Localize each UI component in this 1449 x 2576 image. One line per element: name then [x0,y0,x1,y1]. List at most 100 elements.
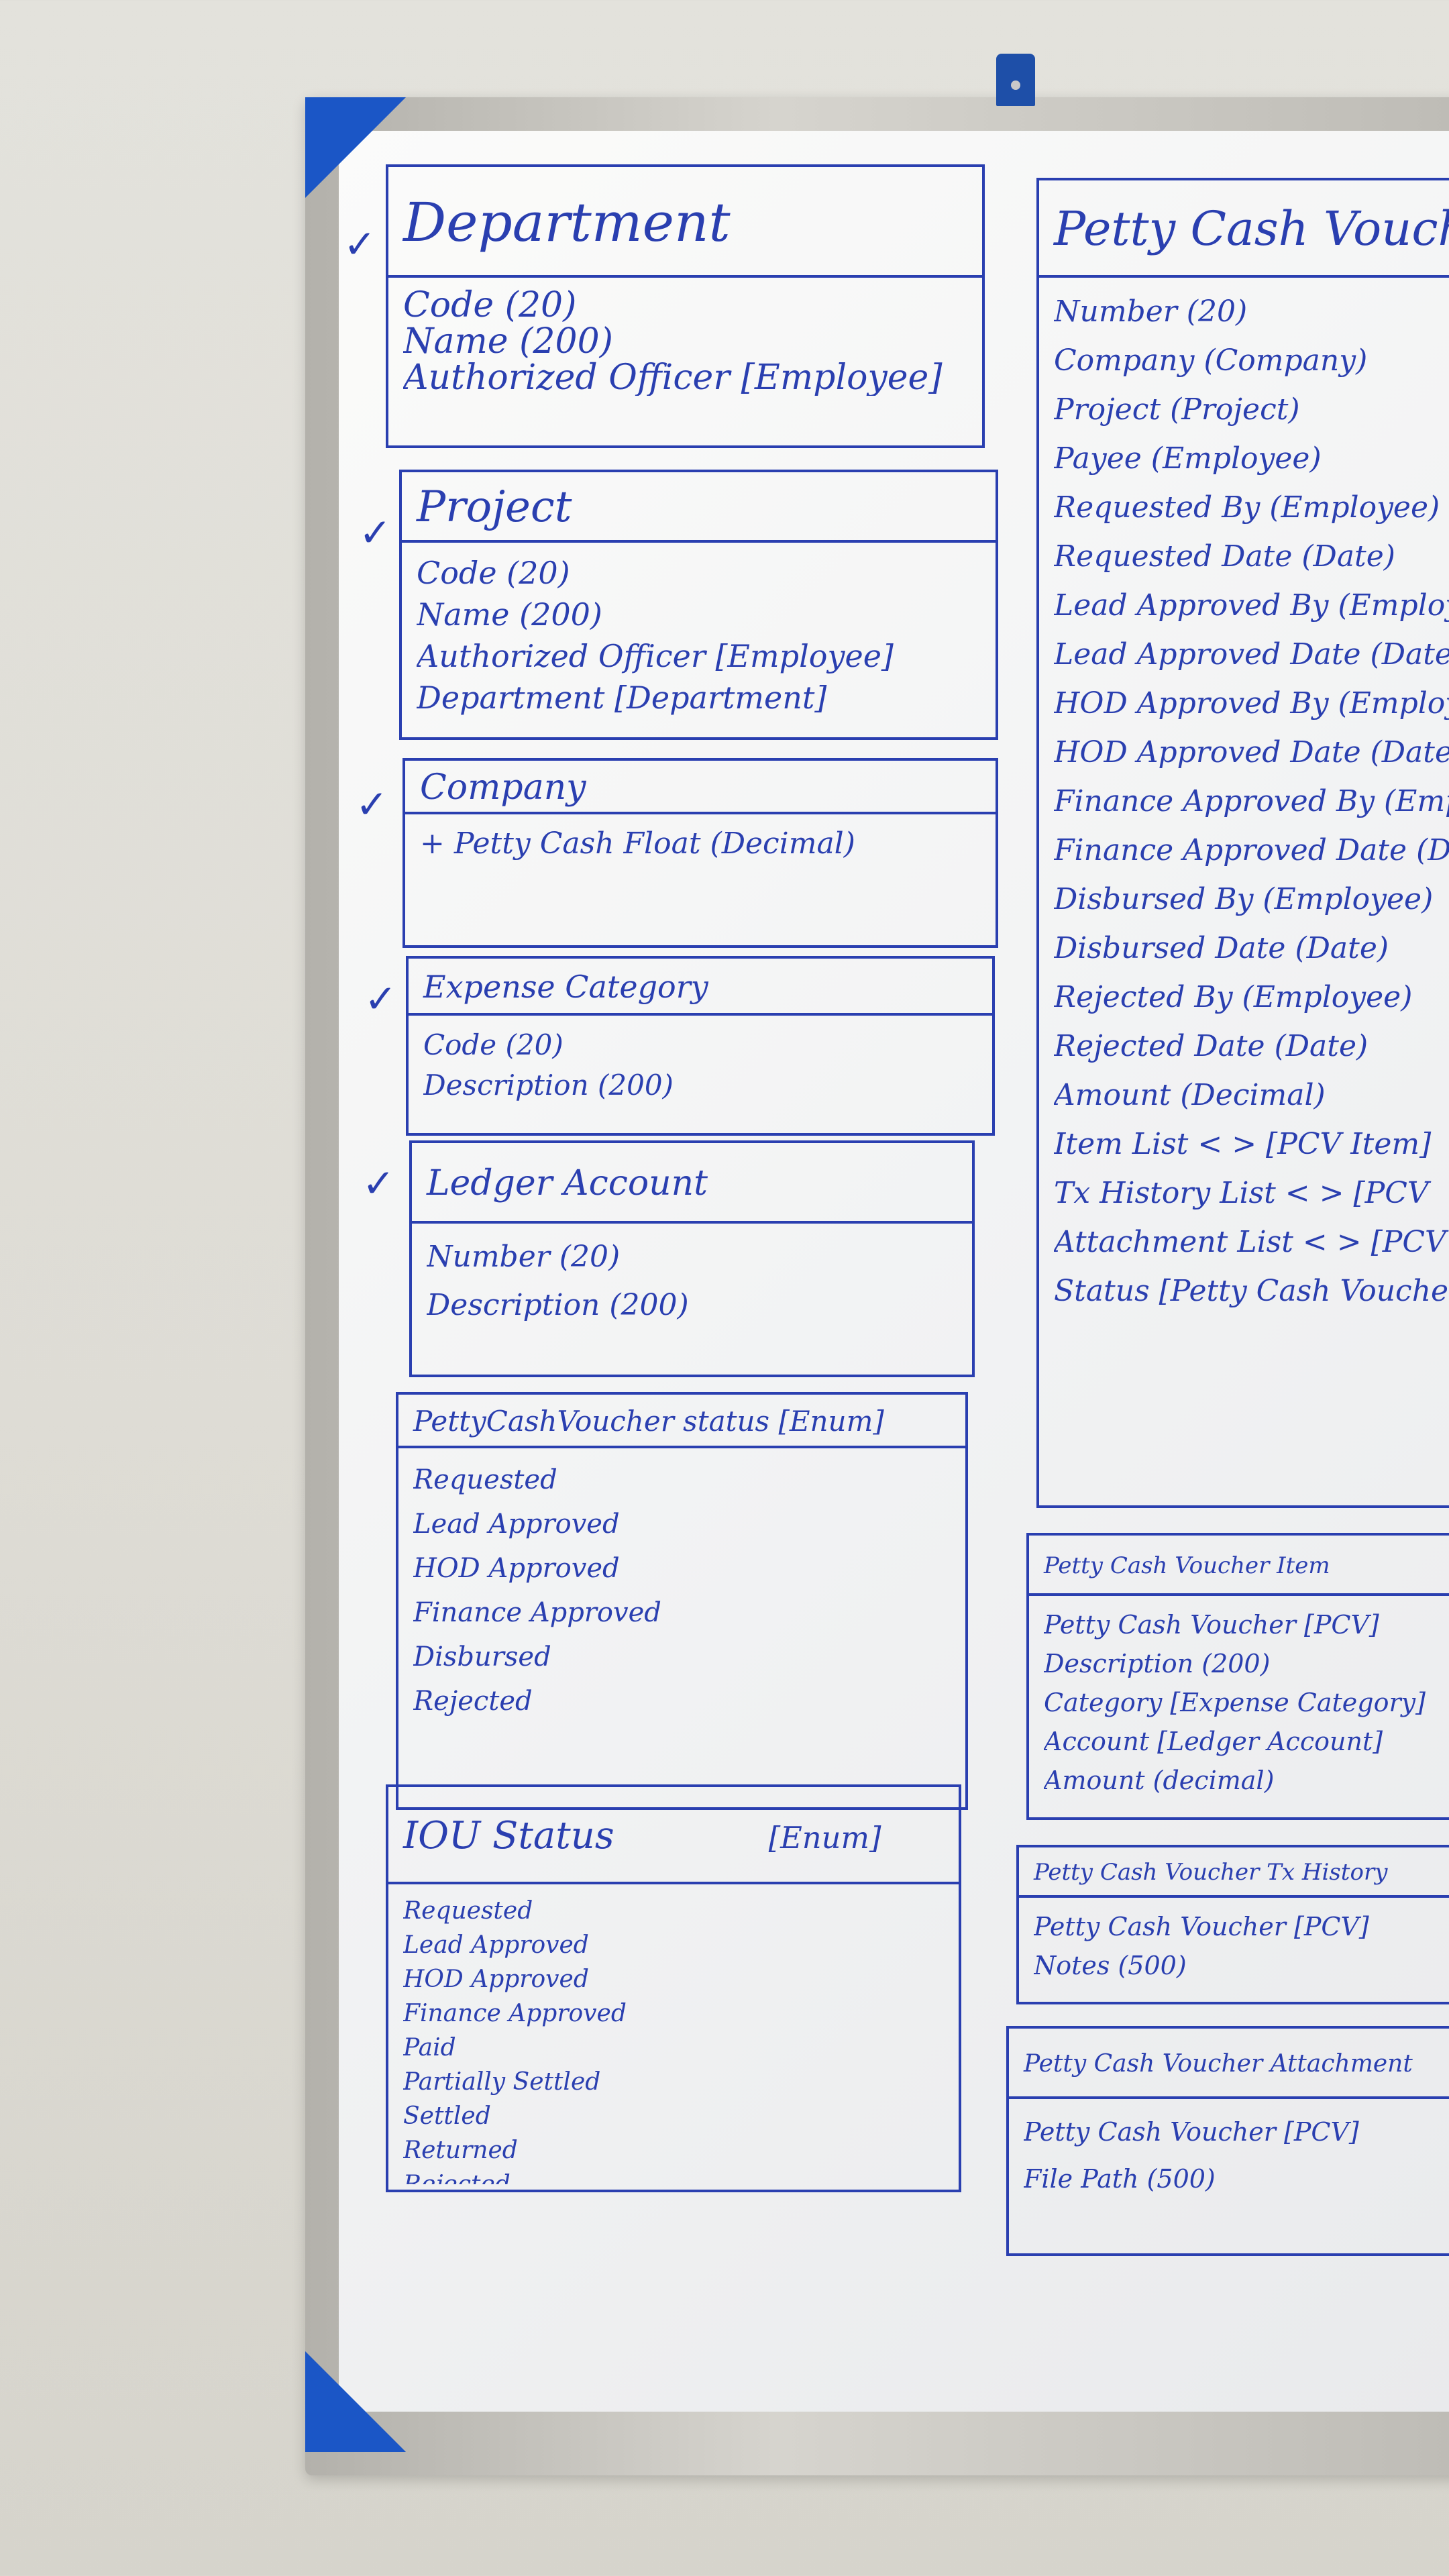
entity-field: Petty Cash Voucher [PCV] [1044,1610,1379,1640]
entity-fields: Code (20) Description (200) [423,1025,987,1128]
entity-title: IOU Status [Enum] [388,1787,959,1884]
entity-field: HOD Approved [403,1966,589,1993]
entity-field: Rejected [413,1686,533,1717]
entity-field: HOD Approved By (Employee) [1054,686,1449,720]
entity-field: Finance Approved Date (Date) [1054,833,1449,867]
entity-title: Petty Cash Voucher Attachment [1009,2029,1449,2099]
entity-title: Petty Cash Voucher [1039,180,1449,278]
entity-title: Company [405,761,996,814]
check-mark-icon: ✓ [356,782,388,827]
entity-field: Returned [403,2137,518,2164]
entity-field: Lead Approved By (Employee) [1054,588,1449,623]
entity-title-text: Petty Cash Voucher Item [1044,1552,1330,1579]
entity-title-text: Project [417,482,572,532]
check-mark-icon: ✓ [364,976,397,1022]
entity-box-petty-cash-voucher: Petty Cash VoucherNumber (20) Company (Co… [1036,178,1449,1508]
entity-title-text: Petty Cash Voucher Attachment [1024,2050,1413,2078]
entity-title: Ledger Account [412,1143,972,1224]
entity-title: Petty Cash Voucher Tx History [1019,1847,1449,1898]
entity-field: Description (200) [427,1288,689,1322]
entity-field: Number (20) [1054,294,1248,329]
entity-title-text: Petty Cash Voucher [1054,201,1449,256]
entity-field: Disbursed [413,1642,551,1672]
entity-field: Partially Settled [403,2068,601,2096]
entity-title: Department [388,167,982,278]
entity-field: Project (Project) [1054,392,1300,427]
entity-fields: Petty Cash Voucher [PCV] File Path (500) [1024,2108,1449,2248]
entity-fields: Number (20) Company (Company) Project (Pro… [1054,287,1449,1500]
entity-field: Rejected Date (Date) [1054,1029,1368,1063]
entity-field: Requested [403,1897,533,1925]
entity-field: + Petty Cash Float (Decimal) [420,826,855,861]
entity-fields: Code (20)Name (200)Authorized Officer [E… [417,552,990,732]
entity-field: Finance Approved [403,2000,627,2027]
entity-field: Requested [413,1464,557,1495]
entity-title: Petty Cash Voucher Item [1029,1536,1449,1596]
entity-field: Tx History List < > [PCV [1054,1176,1429,1210]
entity-field: Code (20) [417,555,570,591]
entity-field: Amount (Decimal) [1054,1078,1326,1112]
entity-field: Description (200) [1044,1649,1271,1678]
entity-field: Settled [403,2102,491,2130]
whiteboard-surface [339,131,1449,2412]
entity-field: Petty Cash Voucher [PCV] [1024,2117,1359,2147]
entity-title: Expense Category [409,959,992,1016]
entity-title-tag: [Enum] [768,1820,881,1856]
entity-field: HOD Approved [413,1553,620,1584]
entity-field: Company (Company) [1054,343,1368,378]
entity-field: Petty Cash Voucher [PCV] [1034,1912,1369,1941]
entity-field: Rejected By (Employee) [1054,980,1413,1014]
entity-title-text: Petty Cash Voucher Tx History [1034,1859,1388,1886]
entity-field: Item List < > [PCV Item] [1054,1127,1432,1161]
entity-title-text: PettyCashVoucher status [Enum] [413,1405,884,1438]
entity-field: File Path (500) [1024,2164,1216,2194]
check-mark-icon: ✓ [343,221,376,267]
entity-field: Disbursed By (Employee) [1054,882,1434,916]
entity-field: Payee (Employee) [1054,441,1322,476]
entity-fields: Petty Cash Voucher [PCV] Description (200… [1044,1605,1449,1812]
entity-field: Requested Date (Date) [1054,539,1395,574]
entity-field: HOD Approved Date (Date) [1054,735,1449,769]
entity-title-text: IOU Status [403,1814,614,1858]
entity-field: Paid [403,2034,456,2061]
entity-field: Description (200) [423,1069,674,1102]
entity-field: Number (20) [427,1240,621,1274]
entity-field: Status [Petty Cash Voucher S [1054,1274,1449,1308]
wall-mount-pin [996,54,1035,106]
entity-title-text: Department [403,191,731,254]
entity-field: Code (20) [423,1028,564,1061]
entity-title-text: Expense Category [423,969,708,1005]
entity-fields: Petty Cash Voucher [PCV] Notes (500) [1034,1907,1449,1996]
entity-field: Attachment List < > [PCV Att [1054,1225,1449,1259]
entity-field: Code (20) [403,287,577,323]
entity-field: Account [Ledger Account] [1044,1727,1383,1756]
entity-field: Authorized Officer [Employee] [417,638,894,674]
entity-field: Notes (500) [1034,1951,1187,1980]
entity-field: Amount (decimal) [1044,1766,1275,1795]
entity-field: Finance Approved [413,1597,661,1628]
entity-title: PettyCashVoucher status [Enum] [398,1395,965,1448]
entity-field: Category [Expense Category] [1044,1688,1426,1717]
entity-field: Department [Department] [417,680,827,716]
entity-field: Finance Approved By (Employee) [1054,784,1449,818]
entity-title: Project [402,472,996,543]
entity-fields: Number (20) Description (200) [427,1233,967,1369]
entity-fields: + Petty Cash Float (Decimal) [420,824,990,940]
entity-field: Name (200) [403,323,613,360]
entity-field: Lead Approved [403,1931,589,1959]
entity-field: Requested By (Employee) [1054,490,1440,525]
entity-field: Disbursed Date (Date) [1054,931,1389,965]
check-mark-icon: ✓ [362,1161,395,1206]
entity-box-company: Company + Petty Cash Float (Decimal) [402,758,998,948]
